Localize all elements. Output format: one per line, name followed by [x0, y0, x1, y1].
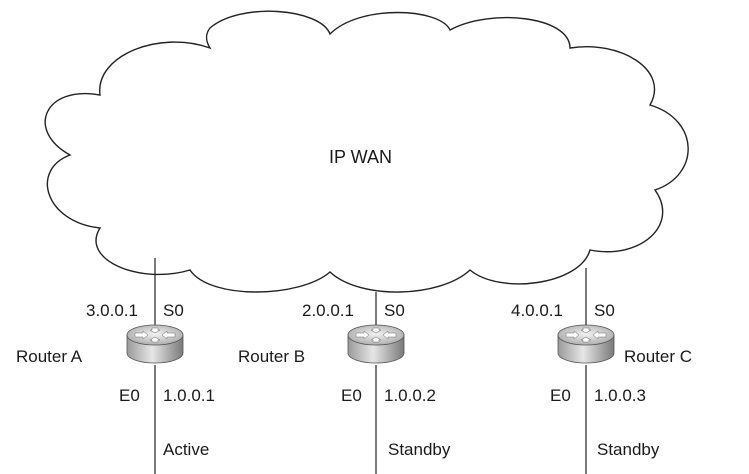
- router-c-serial-ip: 4.0.0.1: [511, 301, 563, 320]
- router-c-ethernet-ip: 1.0.0.3: [594, 386, 646, 405]
- router-b-ethernet-ip: 1.0.0.2: [384, 386, 436, 405]
- router-b-name: Router B: [238, 347, 306, 366]
- router-a-serial-interface: S0: [163, 301, 184, 320]
- router-c-icon: [557, 324, 615, 364]
- ip-wan-cloud: [44, 10, 689, 293]
- router-c-ethernet-interface: E0: [550, 386, 571, 405]
- router-a-ethernet-ip: 1.0.0.1: [163, 386, 215, 405]
- router-b-ethernet-interface: E0: [341, 386, 362, 405]
- router-c-name: Router C: [624, 347, 693, 366]
- router-a-serial-ip: 3.0.0.1: [86, 301, 138, 320]
- router-a-name: Router A: [16, 347, 83, 366]
- router-a-state: Active: [163, 440, 210, 459]
- router-a-ethernet-interface: E0: [119, 386, 140, 405]
- router-c-state: Standby: [597, 440, 660, 459]
- router-c-serial-interface: S0: [594, 301, 615, 320]
- cloud-label: IP WAN: [329, 147, 393, 167]
- router-b-serial-interface: S0: [384, 301, 405, 320]
- router-b-state: Standby: [388, 440, 451, 459]
- router-b-icon: [347, 324, 405, 364]
- router-a-icon: [126, 324, 184, 364]
- router-b-serial-ip: 2.0.0.1: [302, 301, 354, 320]
